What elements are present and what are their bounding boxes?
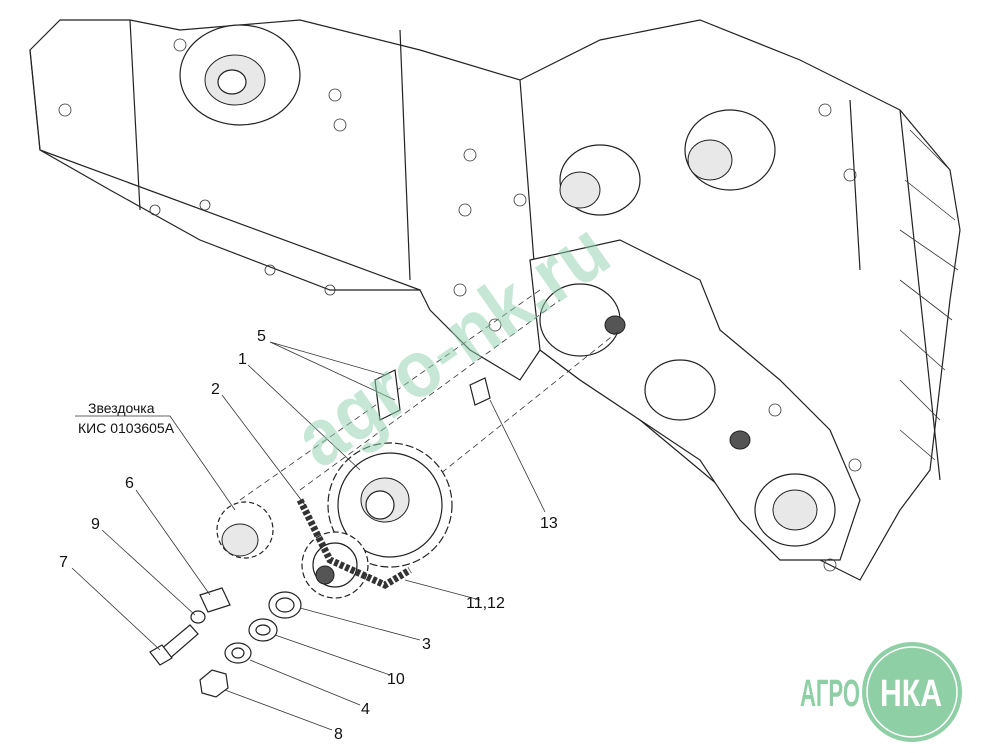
callout-5: 5	[257, 328, 266, 345]
callout-3: 3	[422, 636, 431, 653]
leader-lines	[71, 341, 546, 731]
sprocket-note-code: КИС 0103605А	[78, 420, 175, 436]
machine-frame	[29, 19, 961, 581]
callout-13: 13	[540, 515, 558, 532]
callout-11-12: 11,12	[466, 595, 505, 612]
callout-6: 6	[125, 475, 134, 492]
callout-9: 9	[91, 516, 100, 533]
callout-7: 7	[59, 554, 68, 571]
callouts: 1 2 3 4 5 6 7 8 9 10 11,12 13 Звездочка …	[59, 328, 558, 743]
callout-2: 2	[211, 381, 220, 398]
callout-1: 1	[238, 351, 247, 368]
exploded-parts	[149, 289, 621, 698]
agronka-logo: АГРО НКА	[800, 642, 962, 742]
callout-8: 8	[334, 726, 343, 743]
callout-10: 10	[387, 671, 405, 688]
logo-text-left: АГРО	[800, 673, 860, 715]
logo-text-right: НКА	[880, 673, 942, 715]
callout-4: 4	[361, 701, 370, 718]
sprocket-note-title: Звездочка	[88, 400, 155, 416]
